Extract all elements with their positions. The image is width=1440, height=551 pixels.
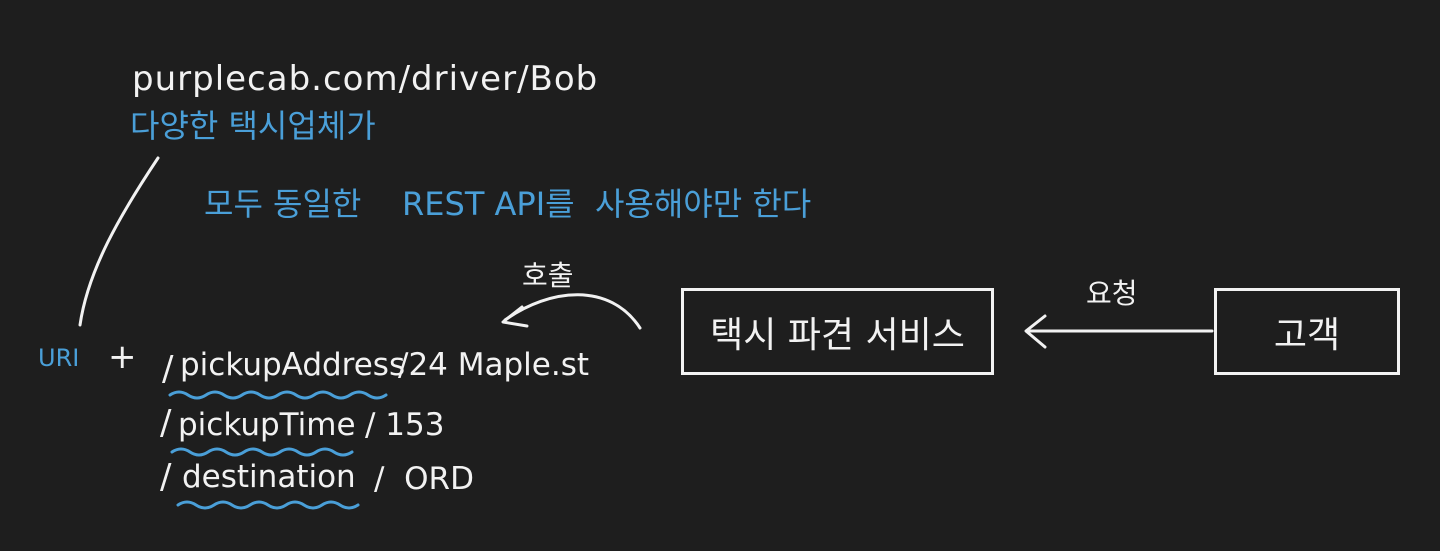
note-connector-line bbox=[78, 156, 160, 327]
call-label: 호출 bbox=[522, 259, 574, 292]
value-pickup-time: / 153 bbox=[365, 407, 445, 443]
pickup-time-underline bbox=[170, 447, 354, 457]
note-line-1: 다양한 택시업체가 bbox=[130, 107, 376, 145]
value-destination: / ORD bbox=[374, 461, 474, 497]
value-pickup-address: /24 Maple.st bbox=[398, 347, 590, 383]
request-label: 요청 bbox=[1086, 277, 1138, 310]
uri-row-slash: / bbox=[162, 349, 174, 389]
url-text: purplecab.com/driver/Bob bbox=[132, 59, 599, 99]
customer-label: 고객 bbox=[1273, 314, 1341, 356]
uri-row-slash: / bbox=[160, 457, 172, 497]
call-arrow-head bbox=[501, 305, 529, 328]
destination-underline bbox=[176, 500, 360, 510]
customer-box: 고객 bbox=[1214, 288, 1400, 375]
param-pickup-address: pickupAddress bbox=[180, 347, 406, 383]
pickup-address-underline bbox=[168, 390, 388, 400]
param-pickup-time: pickupTime bbox=[178, 407, 356, 443]
plus-sign: + bbox=[108, 337, 137, 377]
request-arrow-head bbox=[1024, 314, 1047, 349]
taxi-dispatch-service-label: 택시 파견 서비스 bbox=[710, 314, 965, 356]
call-arrow bbox=[503, 293, 642, 330]
param-destination: destination bbox=[182, 459, 356, 495]
taxi-dispatch-service-box: 택시 파견 서비스 bbox=[681, 288, 994, 375]
uri-label: URI bbox=[38, 344, 80, 372]
uri-row-slash: / bbox=[160, 403, 172, 443]
note-line-2: 모두 동일한 REST API를 사용해야만 한다 bbox=[204, 185, 812, 223]
